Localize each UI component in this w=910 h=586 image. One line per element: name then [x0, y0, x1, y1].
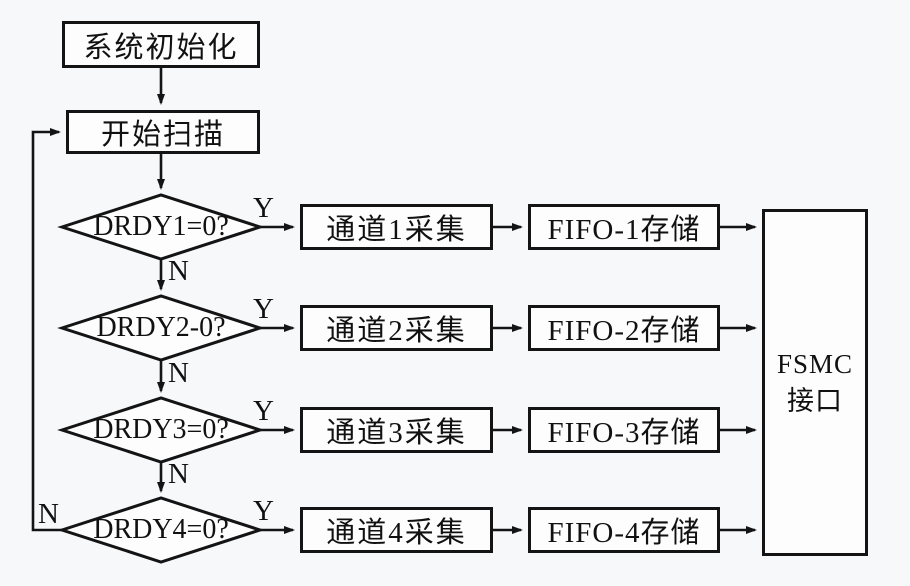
decision-diamonds	[57, 193, 265, 564]
label-drdy2: DRDY2-0?	[96, 312, 226, 343]
loopback-line	[31, 128, 62, 532]
yes-label-row2: Y	[253, 293, 274, 325]
node-fifo2-store: FIFO-2存储	[528, 305, 720, 351]
label-drdy4: DRDY4=0?	[93, 514, 229, 545]
no-label-row2: N	[168, 357, 189, 389]
node-channel2-acquire: 通道2采集	[300, 305, 493, 351]
yes-label-row3: Y	[253, 395, 274, 427]
diamond-drdy2	[57, 294, 265, 362]
node-fsmc-interface: FSMC 接口	[762, 209, 868, 556]
node-system-init: 系统初始化	[62, 21, 260, 68]
label-drdy1: DRDY1=0?	[93, 211, 229, 242]
fsmc-label-line2: 接口	[787, 385, 843, 416]
diamond-drdy1	[57, 193, 265, 261]
fsmc-label-line1: FSMC	[776, 349, 854, 380]
no-label-row3: N	[168, 458, 189, 490]
node-fifo4-store: FIFO-4存储	[528, 507, 720, 553]
node-channel3-acquire: 通道3采集	[300, 407, 493, 453]
node-fifo1-store: FIFO-1存储	[528, 204, 720, 250]
yes-label-row1: Y	[253, 192, 274, 224]
label-drdy3: DRDY3=0?	[93, 414, 229, 445]
node-start-scan: 开始扫描	[66, 110, 260, 154]
node-fifo3-store: FIFO-3存储	[528, 407, 720, 453]
diamond-drdy3	[57, 396, 265, 464]
yes-label-row4: Y	[253, 495, 274, 527]
diamond-drdy4	[57, 496, 265, 564]
node-channel1-acquire: 通道1采集	[300, 204, 493, 250]
no-label-row1: N	[168, 255, 189, 287]
no-label-row4: N	[38, 498, 59, 530]
flow-arrows	[31, 68, 757, 534]
node-channel4-acquire: 通道4采集	[300, 507, 493, 553]
